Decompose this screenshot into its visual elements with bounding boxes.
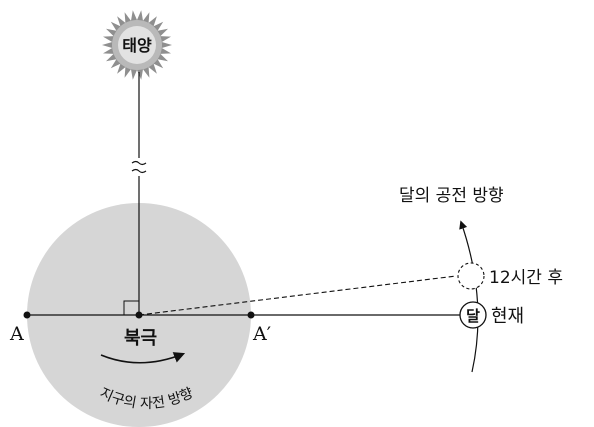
point-a-prime-dot: [247, 311, 255, 319]
dashed-line-to-later-moon: [138, 275, 457, 316]
moon-label: 달: [466, 307, 480, 325]
earth-rotation-arrow: [100, 352, 186, 364]
north-pole-dot: [135, 311, 143, 319]
moon-current: [459, 301, 487, 329]
sun-label: 태양: [122, 36, 152, 55]
moon-now-label: 현재: [491, 306, 524, 327]
sun-icon: [102, 10, 172, 80]
right-angle-mark: [123, 300, 139, 315]
point-a-dot: [23, 311, 31, 319]
line-break-mark: [131, 160, 147, 174]
moon-orbit-arrow: [459, 220, 479, 373]
point-a-prime-label: A′: [252, 323, 271, 345]
moon-orbit-direction-label: 달의 공전 방향: [399, 186, 504, 206]
point-a-label: A: [9, 323, 24, 345]
moon-later-label: 12시간 후: [489, 268, 563, 288]
north-pole-label: 북극: [124, 328, 157, 349]
moon-later-position: [457, 262, 485, 290]
